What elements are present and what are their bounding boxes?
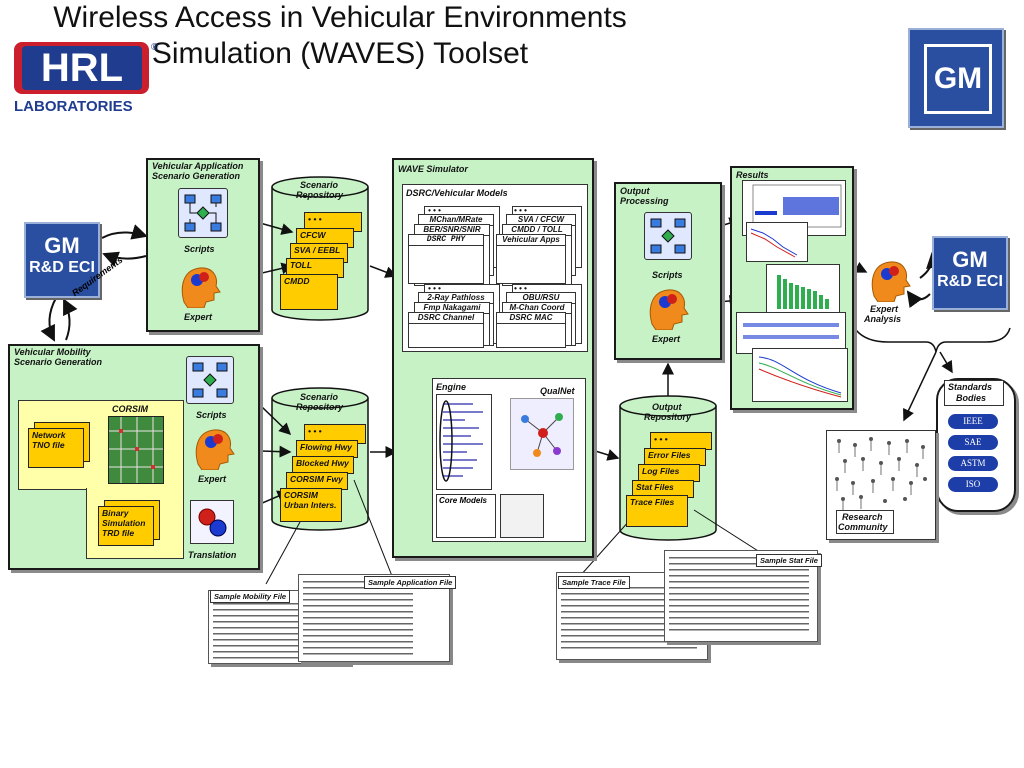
hrl-logo: HRL ® LABORATORIES	[14, 42, 159, 122]
model-g4-w3-title: DSRC MAC	[497, 313, 565, 324]
sample-application-file-title: Sample Application File	[364, 576, 457, 589]
network-tno-file-label: Network TNO file	[32, 430, 66, 450]
expert-analysis-label-1: Expert	[870, 304, 899, 314]
model-g2-dots: • • •	[514, 206, 527, 215]
vms-expert-label: Expert	[198, 474, 227, 484]
research-community-label-box	[836, 510, 894, 534]
vas-scripts-label: Scripts	[184, 244, 215, 254]
vms-title-2: Scenario Generation	[14, 357, 103, 367]
model-g4-w3: DSRC MAC	[496, 312, 566, 348]
sample-mobility-file-title: Sample Mobility File	[210, 590, 291, 603]
sample-stat-file-title: Sample Stat File	[756, 554, 822, 567]
model-g3-w3: DSRC Channel	[408, 312, 484, 348]
engine-code-window	[436, 394, 492, 490]
gm-rd-eci-left-line2: R&D ECI	[29, 259, 95, 276]
title-line-2: Simulation (WAVES) Toolset	[151, 37, 529, 70]
hrl-logo-text: HRL	[22, 46, 142, 90]
gm-rd-eci-left-line1: GM	[44, 233, 80, 258]
repo2-item-4: CORSIM Urban Inters.	[280, 488, 342, 522]
hrl-laboratories-text: LABORATORIES	[14, 98, 133, 115]
sample-trace-file-title: Sample Trace File	[558, 576, 630, 589]
gm-logo: GM	[908, 28, 1004, 128]
arrow-gm-to-vms	[40, 297, 57, 342]
corsim-label: CORSIM	[112, 404, 148, 414]
core-models-title: Core Models	[439, 496, 488, 505]
dsrc-models-title: DSRC/Vehicular Models	[406, 188, 508, 198]
arrow-vas-to-gm	[102, 251, 147, 267]
results-plot-5	[752, 348, 848, 402]
gm-rd-eci-right: GM R&D ECI	[932, 236, 1008, 310]
qualnet-label: QualNet	[540, 386, 575, 396]
title-line-1: Wireless Access in Vehicular Environment…	[53, 1, 627, 34]
outrepo-title-2: Repository	[644, 412, 692, 422]
results-plot-2	[746, 222, 808, 262]
repo1-title-2: Repository	[296, 190, 344, 200]
model-g1-w3-title: DSRC PHY	[409, 235, 483, 246]
standard-sae: SAE	[948, 435, 998, 450]
arrow-vms-to-gm	[63, 298, 78, 341]
core-models-window-2	[500, 494, 544, 538]
standard-iso: ISO	[948, 477, 998, 492]
qualnet-network-graph	[510, 398, 574, 470]
hrl-registered-mark: ®	[151, 42, 159, 53]
standards-title-2: Bodies	[956, 393, 987, 403]
gm-rd-eci-left: GM R&D ECI	[24, 222, 100, 298]
expert-brace	[855, 327, 1011, 353]
gm-rd-eci-right-line2: R&D ECI	[937, 273, 1003, 290]
standard-ieee: IEEE	[948, 414, 998, 429]
vms-expert-head-icon	[190, 424, 236, 471]
page-title: Wireless Access in Vehicular Environment…	[0, 0, 680, 72]
standards-title-1: Standards	[948, 382, 993, 392]
core-models-window: Core Models	[436, 494, 496, 538]
binary-trd-card: Binary Simulation TRD file	[98, 506, 154, 546]
gm-logo-inner: GM	[924, 44, 992, 114]
outproc-scripts-flowchart-icon	[644, 212, 692, 260]
corsim-map-image	[108, 416, 164, 484]
repo2-title-2: Repository	[296, 402, 344, 412]
model-g2-w3-title: Vehicular Apps	[497, 235, 565, 246]
vms-scripts-flowchart-icon	[186, 356, 234, 404]
model-g1-w3: DSRC PHY	[408, 234, 484, 284]
vas-title-2: Scenario Generation	[152, 171, 241, 181]
outproc-expert-head-icon	[644, 284, 690, 331]
vas-expert-head-icon	[176, 262, 222, 309]
output-processing-title-2: Processing	[620, 196, 669, 206]
model-g4-dots: • • •	[514, 284, 527, 293]
output-processing-panel	[614, 182, 722, 360]
repo2-title-1: Scenario	[300, 392, 339, 402]
engine-label: Engine	[436, 382, 467, 392]
translation-gears-icon	[190, 500, 234, 544]
vms-title-1: Vehicular Mobility	[14, 347, 91, 357]
results-plot-4	[736, 312, 846, 354]
expert-analysis-label-2: Analysis	[864, 314, 902, 324]
vms-scripts-label: Scripts	[196, 410, 227, 420]
results-plot-3	[766, 264, 840, 316]
outproc-expert-label: Expert	[652, 334, 681, 344]
translation-label: Translation	[188, 550, 237, 560]
arrow-gm-to-vas	[101, 224, 148, 240]
wave-simulator-title: WAVE Simulator	[398, 164, 468, 174]
outproc-scripts-label: Scripts	[652, 270, 683, 280]
binary-trd-label: Binary Simulation TRD file	[102, 508, 146, 538]
research-label-2: Community	[838, 522, 888, 532]
results-title: Results	[736, 170, 769, 180]
model-g1-dots: • • •	[428, 206, 441, 215]
outrepo-title-1: Output	[652, 402, 682, 412]
vas-title-1: Vehicular Application	[152, 161, 244, 171]
repo1-item-4: CMDD	[280, 274, 338, 310]
vas-expert-label: Expert	[184, 312, 213, 322]
gm-rd-eci-right-line1: GM	[952, 247, 988, 272]
model-g3-w3-title: DSRC Channel	[409, 313, 483, 324]
network-tno-file-card: Network TNO file	[28, 428, 84, 468]
repo1-title-1: Scenario	[300, 180, 339, 190]
vas-scripts-flowchart-icon	[178, 188, 228, 238]
expert-analysis-head-icon	[866, 256, 912, 303]
model-g2-w3: Vehicular Apps	[496, 234, 566, 284]
research-label-1: Research	[842, 512, 883, 522]
standard-astm: ASTM	[948, 456, 998, 471]
standards-bodies-title-box	[944, 380, 1004, 406]
model-g3-dots: • • •	[428, 284, 441, 293]
output-processing-title-1: Output	[620, 186, 650, 196]
outrepo-item-4: Trace Files	[626, 495, 688, 527]
